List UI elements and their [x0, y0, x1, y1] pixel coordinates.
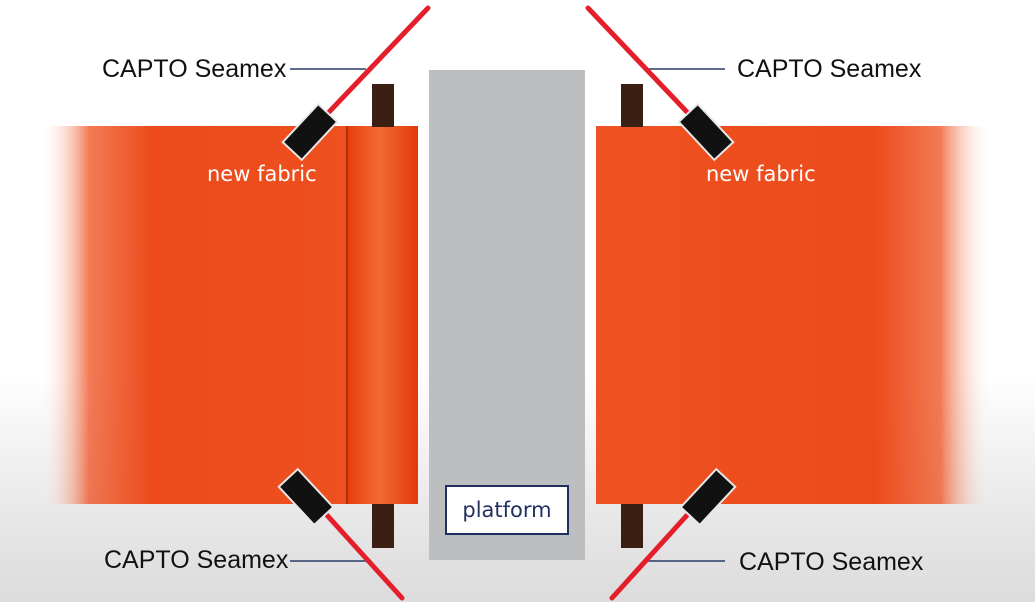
fabric-label-right: new fabric: [706, 162, 816, 186]
roller-left-top: [372, 84, 394, 127]
fabric-left-seam: [348, 126, 418, 504]
roller-left-bottom: [372, 504, 394, 548]
sensor-device-bottom-left: [277, 467, 335, 527]
sensor-device-bottom-right: [679, 467, 737, 527]
device-label-top-right: CAPTO Seamex: [737, 55, 922, 83]
laser-line-top-left: [307, 5, 431, 135]
platform-label-box: platform: [445, 485, 569, 535]
fabric-right: [596, 126, 992, 504]
device-label-bottom-right: CAPTO Seamex: [739, 548, 924, 576]
laser-line-top-right: [585, 5, 709, 135]
roller-right-top: [621, 84, 643, 127]
device-label-bottom-left: CAPTO Seamex: [104, 546, 289, 574]
roller-right-bottom: [621, 504, 643, 548]
platform-label: platform: [462, 497, 552, 522]
sensor-device-top-right: [677, 102, 735, 162]
fabric-label-left: new fabric: [207, 162, 317, 186]
device-label-top-left: CAPTO Seamex: [102, 55, 287, 83]
sensor-device-top-left: [281, 102, 339, 162]
platform-bar: [429, 70, 585, 560]
